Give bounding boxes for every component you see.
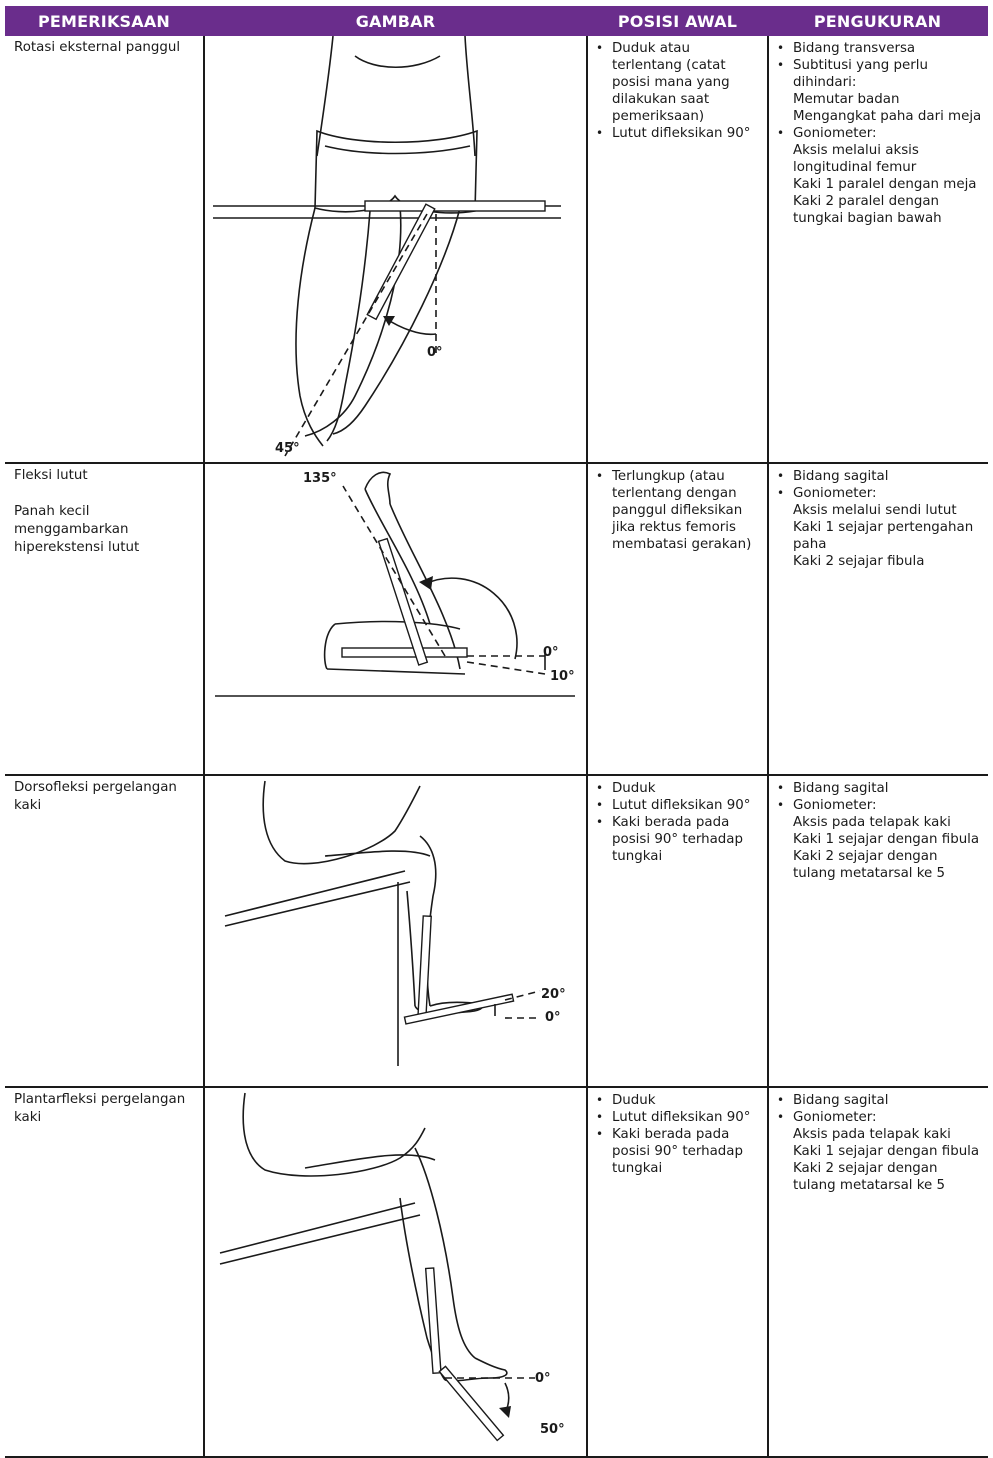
figure-label: 0° — [545, 1010, 561, 1025]
position-item: Duduk — [594, 780, 763, 797]
exam-name: Fleksi lutut — [14, 468, 88, 483]
knee-flexion-illustration: 135° 0° 10° — [215, 471, 575, 697]
measure-item: Kaki 1 sejajar dengan fibula — [793, 832, 980, 847]
table-row: Dorsofleksi pergelangan kaki — [5, 776, 988, 1088]
measure-item: Bidang sagital — [775, 780, 984, 797]
measure-item: Aksis melalui aksis longitudinal femur — [793, 143, 919, 175]
exam-note: Panah kecil menggambarkan hiperekstensi … — [14, 504, 140, 555]
header-gambar: GAMBAR — [355, 11, 436, 31]
position-cell: Duduk Lutut difleksikan 90° Kaki berada … — [588, 776, 767, 1086]
position-cell: Duduk Lutut difleksikan 90° Kaki berada … — [588, 1088, 767, 1456]
measure-cell: Bidang sagital Goniometer: Aksis pada te… — [767, 776, 988, 1086]
measure-item: Goniometer: — [775, 125, 984, 142]
position-item: Duduk atau terlentang (catat posisi mana… — [594, 40, 763, 125]
measure-item: Kaki 1 sejajar pertengahan paha — [793, 520, 974, 552]
measure-item: Goniometer: — [775, 797, 984, 814]
measure-item: Kaki 2 paralel dengan tungkai bagian baw… — [793, 194, 942, 226]
measure-item: Goniometer: — [775, 485, 984, 502]
measure-item: Bidang sagital — [775, 468, 984, 485]
table-row: Rotasi eksternal panggul — [5, 36, 988, 464]
measure-item: Kaki 2 sejajar dengan tulang metatarsal … — [793, 849, 946, 881]
measure-item: Bidang sagital — [775, 1092, 984, 1109]
measure-item: Goniometer: — [775, 1109, 984, 1126]
exam-cell: Fleksi lutut Panah kecil menggambarkan h… — [5, 464, 203, 774]
measure-item: Memutar badan — [793, 92, 900, 107]
figure-label: 0° — [543, 645, 559, 660]
measure-item: Aksis pada telapak kaki — [793, 815, 951, 830]
exam-name: Dorsofleksi pergelangan kaki — [14, 780, 177, 813]
measure-cell: Bidang sagital Goniometer: Aksis melalui… — [767, 464, 988, 774]
figure-cell: 0° 45° — [203, 36, 588, 462]
position-item: Terlungkup (atau terlentang dengan pangg… — [594, 468, 763, 553]
ankle-dorsiflexion-illustration: 20° 0° — [224, 780, 566, 1066]
exam-cell: Dorsofleksi pergelangan kaki — [5, 776, 203, 1086]
header-posisi-awal: POSISI AWAL — [617, 11, 738, 31]
figure-label: 20° — [541, 987, 566, 1002]
figure-cell: 135° 0° 10° — [203, 464, 588, 774]
exam-name: Plantarfleksi pergelangan kaki — [14, 1092, 186, 1125]
figure-label: 10° — [550, 669, 575, 684]
figure-label: 0° — [427, 345, 443, 360]
position-item: Lutut difleksikan 90° — [594, 125, 763, 142]
measure-item: Kaki 1 paralel dengan meja — [793, 177, 977, 192]
measure-cell: Bidang transversa Subtitusi yang perlu d… — [767, 36, 988, 462]
measure-item: Kaki 2 sejajar dengan tulang metatarsal … — [793, 1161, 946, 1193]
figure-cell: 20° 0° — [203, 776, 588, 1086]
measure-item: Subtitusi yang perlu dihindari: — [775, 57, 984, 91]
measure-item: Kaki 1 sejajar dengan fibula — [793, 1144, 980, 1159]
figure-label: 135° — [303, 471, 337, 486]
position-cell: Duduk atau terlentang (catat posisi mana… — [588, 36, 767, 462]
table-header: PEMERIKSAAN GAMBAR POSISI AWAL PENGUKURA… — [5, 6, 988, 36]
position-item: Lutut difleksikan 90° — [594, 1109, 763, 1126]
exam-cell: Plantarfleksi pergelangan kaki — [5, 1088, 203, 1456]
position-item: Duduk — [594, 1092, 763, 1109]
ankle-plantarflexion-illustration: 0° 50° — [219, 1092, 565, 1442]
measure-item: Mengangkat paha dari meja — [793, 109, 982, 124]
table-row: Fleksi lutut Panah kecil menggambarkan h… — [5, 464, 988, 776]
measure-item: Aksis melalui sendi lutut — [793, 503, 957, 518]
measure-item: Bidang transversa — [775, 40, 984, 57]
measure-item: Kaki 2 sejajar fibula — [793, 554, 925, 569]
position-item: Kaki berada pada posisi 90° terhadap tun… — [594, 814, 763, 865]
measure-item: Aksis pada telapak kaki — [793, 1127, 951, 1142]
position-cell: Terlungkup (atau terlentang dengan pangg… — [588, 464, 767, 774]
exam-cell: Rotasi eksternal panggul — [5, 36, 203, 462]
figure-cell: 0° 50° — [203, 1088, 588, 1456]
table-row: Plantarfleksi pergelangan kaki — [5, 1088, 988, 1458]
measure-cell: Bidang sagital Goniometer: Aksis pada te… — [767, 1088, 988, 1456]
figure-label: 0° — [535, 1371, 551, 1386]
exam-name: Rotasi eksternal panggul — [14, 40, 181, 55]
header-pengukuran: PENGUKURAN — [813, 11, 942, 31]
header-pemeriksaan: PEMERIKSAAN — [37, 11, 171, 31]
figure-label: 45° — [275, 441, 300, 456]
goniometry-table: PEMERIKSAAN GAMBAR POSISI AWAL PENGUKURA… — [5, 6, 988, 1458]
hip-rotation-illustration: 0° 45° — [213, 36, 561, 457]
position-item: Lutut difleksikan 90° — [594, 797, 763, 814]
figure-label: 50° — [540, 1422, 565, 1437]
position-item: Kaki berada pada posisi 90° terhadap tun… — [594, 1126, 763, 1177]
